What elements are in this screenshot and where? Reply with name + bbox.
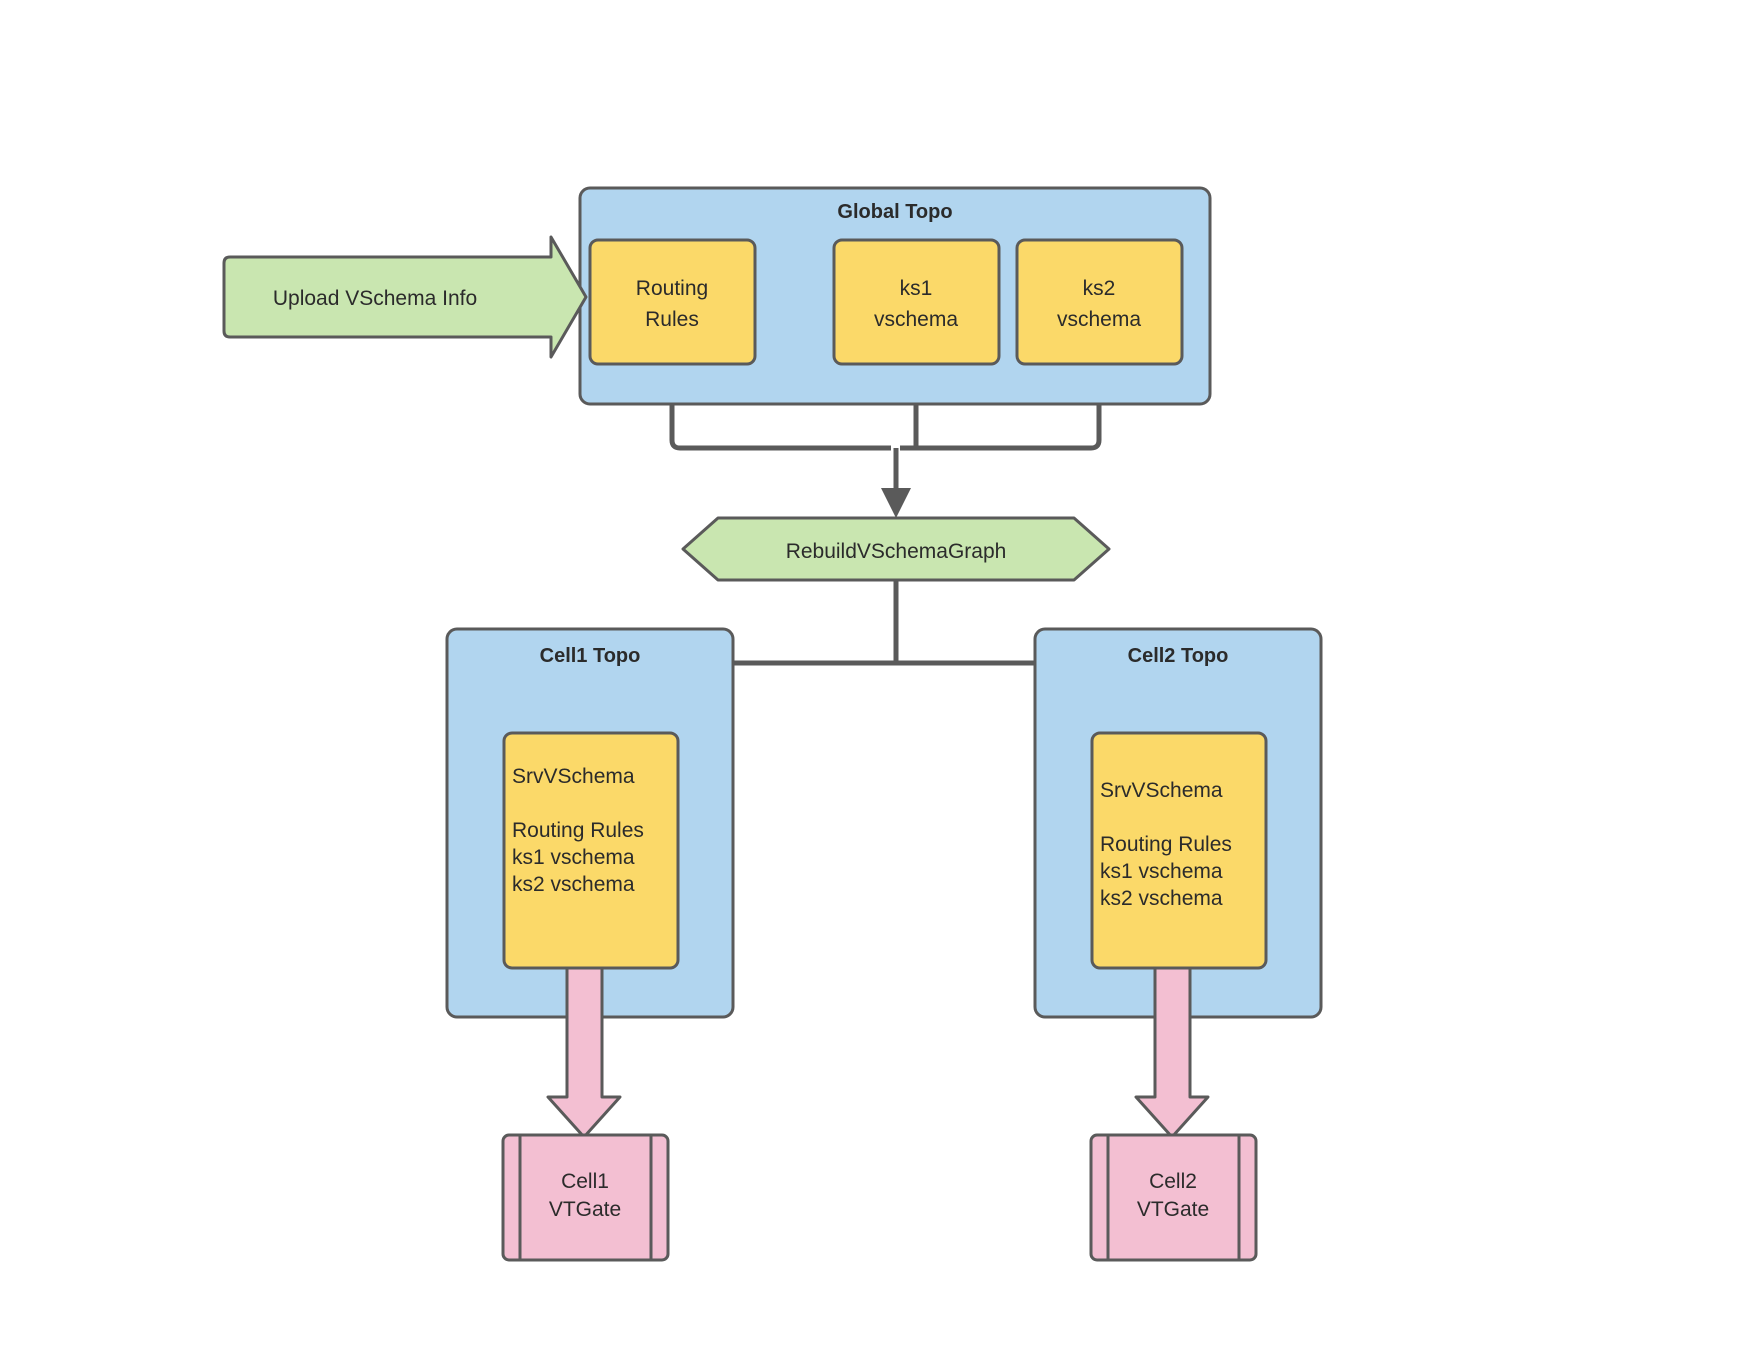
rebuild-vschema-graph-label: RebuildVSchemaGraph bbox=[786, 540, 1007, 563]
global-topo-title: Global Topo bbox=[837, 201, 952, 223]
node-routing-rules[interactable] bbox=[588, 238, 757, 366]
arrowhead-to-rebuild bbox=[881, 488, 911, 518]
rebuild-vschema-graph-group[interactable]: RebuildVSchemaGraph bbox=[681, 516, 1111, 582]
node-ks1-vschema-line2: vschema bbox=[874, 308, 958, 331]
cell2-vtgate-box[interactable] bbox=[1089, 1133, 1258, 1262]
node-ks2-vschema-line2: vschema bbox=[1057, 308, 1141, 331]
cell1-group: Cell1 Topo SrvVSchema Routing Rules ks1 … bbox=[445, 627, 735, 1262]
node-ks2-vschema[interactable] bbox=[1015, 238, 1184, 366]
node-routing-rules-line1: Routing bbox=[636, 277, 708, 300]
cell2-srv-to-vtgate-arrow bbox=[1134, 966, 1210, 1139]
upload-vschema-arrow-label: Upload VSchema Info bbox=[273, 287, 477, 310]
node-ks1-vschema-line1: ks1 bbox=[900, 277, 933, 300]
cell1-topo-title: Cell1 Topo bbox=[540, 645, 641, 667]
rebuild-vschema-graph-shape[interactable] bbox=[681, 516, 1111, 582]
cell1-srv-item-ks1: ks1 vschema bbox=[512, 846, 635, 869]
cell1-srv-to-vtgate-arrow bbox=[546, 966, 622, 1139]
global-topo-group: Global Topo Routing Rules ks1 vschema ks… bbox=[578, 186, 1212, 406]
cell1-vtgate-box[interactable] bbox=[501, 1133, 670, 1262]
cell1-srvvschema-heading: SrvVSchema bbox=[512, 765, 635, 788]
cell2-srv-item-ks1: ks1 vschema bbox=[1100, 860, 1223, 883]
upload-vschema-arrow-shape[interactable] bbox=[222, 235, 588, 359]
cell2-srvvschema-heading: SrvVSchema bbox=[1100, 779, 1223, 802]
node-ks1-vschema[interactable] bbox=[832, 238, 1001, 366]
cell1-vtgate-line2: VTGate bbox=[549, 1198, 621, 1221]
cell1-vtgate-line1: Cell1 bbox=[561, 1170, 609, 1193]
cell2-srv-item-ks2: ks2 vschema bbox=[1100, 887, 1223, 910]
cell2-vtgate-line2: VTGate bbox=[1137, 1198, 1209, 1221]
connector-routing-rules-to-junction bbox=[669, 363, 891, 451]
cell1-srv-item-routing-rules: Routing Rules bbox=[512, 819, 644, 842]
node-ks2-vschema-line1: ks2 bbox=[1083, 277, 1116, 300]
cell1-srv-item-ks2: ks2 vschema bbox=[512, 873, 635, 896]
cell2-srv-item-routing-rules: Routing Rules bbox=[1100, 833, 1232, 856]
node-routing-rules-line2: Rules bbox=[645, 308, 699, 331]
cell2-group: Cell2 Topo SrvVSchema Routing Rules ks1 … bbox=[1033, 627, 1323, 1262]
connector-ks2-to-junction bbox=[900, 363, 1102, 451]
upload-vschema-arrow-group[interactable]: Upload VSchema Info bbox=[222, 235, 588, 359]
cell2-vtgate-line1: Cell2 bbox=[1149, 1170, 1197, 1193]
cell2-topo-title: Cell2 Topo bbox=[1128, 645, 1229, 667]
